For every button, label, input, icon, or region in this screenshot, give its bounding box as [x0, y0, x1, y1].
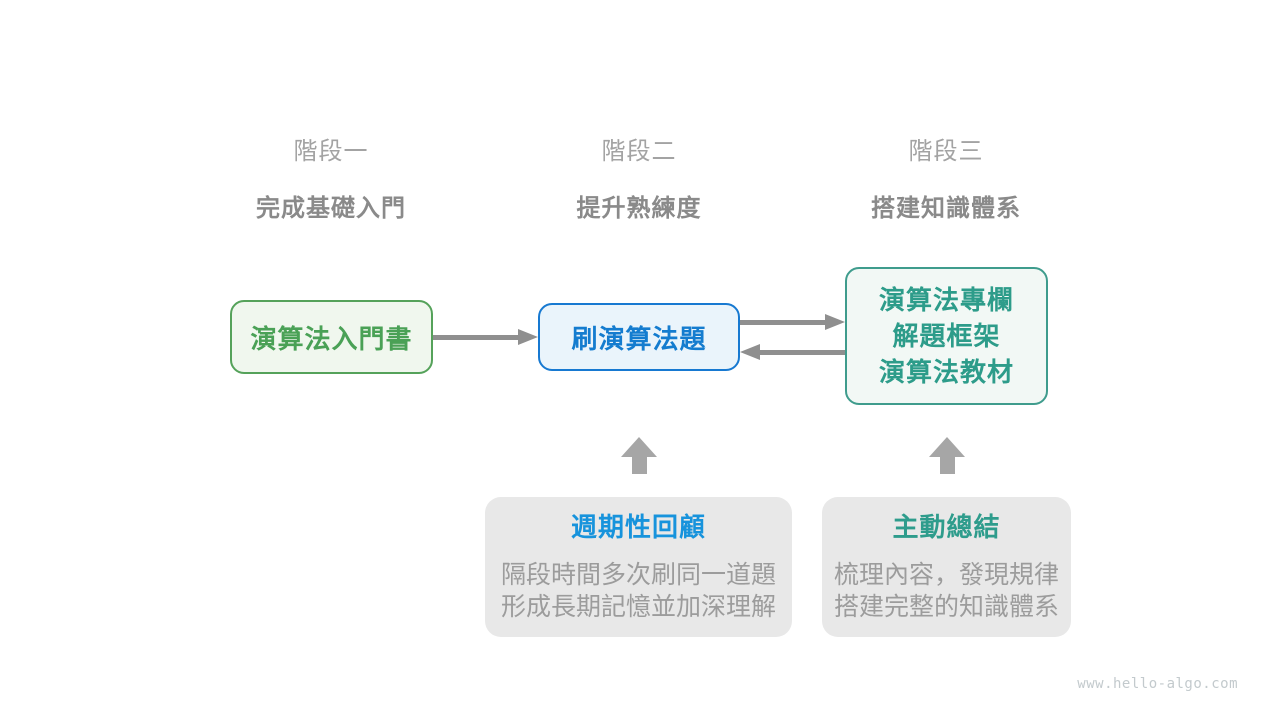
node-practice-problems: 刷演算法題	[538, 303, 740, 371]
arrow-head	[929, 437, 965, 457]
stage-2-label: 階段二	[601, 138, 677, 165]
arrow-up-icon	[621, 437, 657, 474]
arrow-right-icon	[433, 329, 538, 345]
arrow-head	[825, 314, 845, 330]
arrow-right-icon	[740, 314, 845, 330]
node-intro-book: 演算法入門書	[230, 300, 433, 374]
note-body-line: 梳理內容，發現規律	[833, 561, 1059, 589]
node-knowledge-sources: 演算法專欄 解題框架 演算法教材	[845, 267, 1048, 405]
arrow-shaft	[760, 349, 845, 355]
note-periodic-review: 週期性回顧 隔段時間多次刷同一道題 形成長期記憶並加深理解	[485, 497, 792, 637]
arrow-shaft	[433, 334, 518, 340]
note-active-summary-title: 主動總結	[892, 512, 1001, 542]
node-practice-problems-label: 刷演算法題	[571, 323, 707, 354]
arrow-shaft	[939, 457, 955, 474]
stage-1-subtitle: 完成基礎入門	[256, 195, 406, 222]
note-periodic-review-body: 隔段時間多次刷同一道題 形成長期記憶並加深理解	[485, 559, 792, 623]
note-periodic-review-title: 週期性回顧	[570, 512, 706, 542]
note-active-summary: 主動總結 梳理內容，發現規律 搭建完整的知識體系	[822, 497, 1071, 637]
arrow-up-icon	[929, 437, 965, 474]
stage-3-label: 階段三	[908, 138, 984, 165]
stage-1-label: 階段一	[293, 138, 369, 165]
stage-2-subtitle: 提升熟練度	[576, 195, 702, 222]
arrow-left-icon	[740, 344, 845, 360]
arrow-head	[740, 344, 760, 360]
note-active-summary-body: 梳理內容，發現規律 搭建完整的知識體系	[822, 559, 1071, 623]
note-body-line: 隔段時間多次刷同一道題	[500, 561, 776, 589]
arrow-head	[621, 437, 657, 457]
node-knowledge-sources-line-3: 演算法教材	[878, 357, 1014, 387]
node-knowledge-sources-line-2: 解題框架	[892, 321, 1001, 351]
arrow-shaft	[631, 457, 647, 474]
node-knowledge-sources-line-1: 演算法專欄	[878, 285, 1014, 315]
watermark: www.hello-algo.com	[1077, 676, 1238, 692]
note-body-line: 形成長期記憶並加深理解	[500, 593, 776, 621]
node-intro-book-label: 演算法入門書	[250, 323, 413, 354]
note-body-line: 搭建完整的知識體系	[833, 593, 1059, 621]
stage-2-header: 階段二 提升熟練度	[479, 131, 799, 223]
arrow-shaft	[740, 319, 825, 325]
stage-3-subtitle: 搭建知識體系	[871, 195, 1021, 222]
arrow-head	[518, 329, 538, 345]
stage-3-header: 階段三 搭建知識體系	[786, 131, 1106, 223]
stage-1-header: 階段一 完成基礎入門	[171, 131, 491, 223]
